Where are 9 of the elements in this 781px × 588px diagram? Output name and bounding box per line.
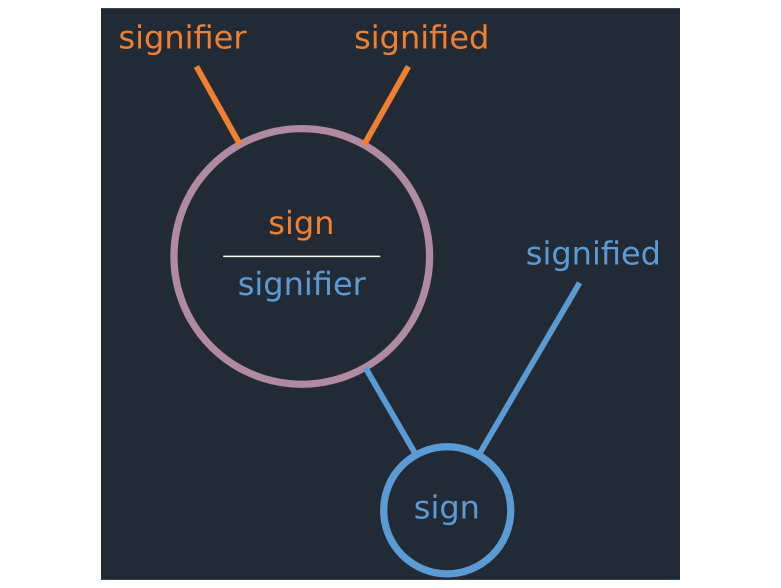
node-text: signified (526, 234, 661, 273)
node-text: signified (354, 18, 490, 56)
connector (476, 281, 582, 456)
connector (362, 366, 418, 456)
connector (194, 65, 243, 146)
node-text: signifier (118, 18, 247, 56)
connector (361, 65, 411, 146)
node-circle: sign signifier (170, 124, 434, 388)
node-circle: sign (380, 443, 514, 578)
